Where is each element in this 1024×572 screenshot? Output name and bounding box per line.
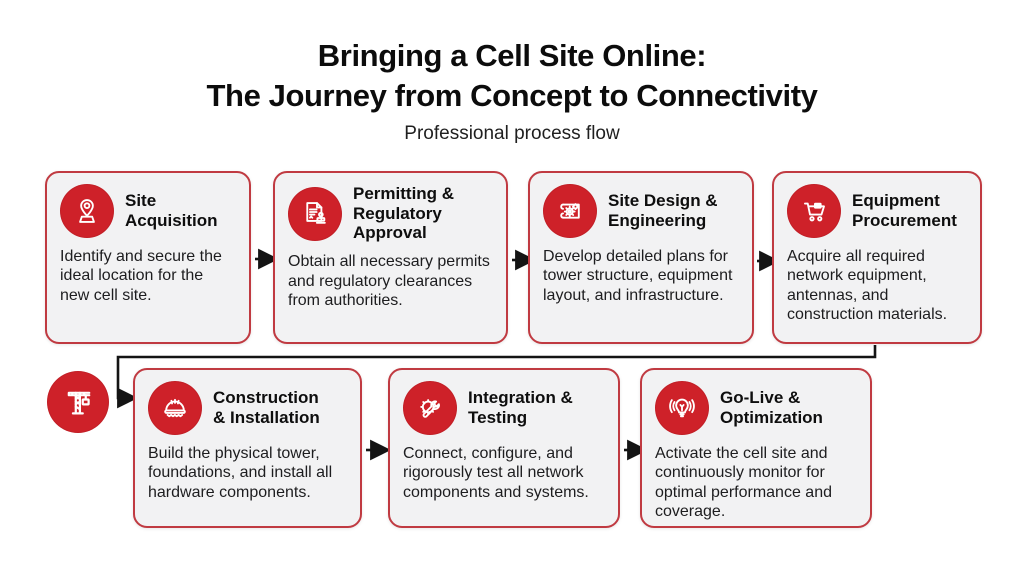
step-card-site-acquisition: Site Acquisition Identify and secure the… (45, 171, 251, 344)
step-description: Identify and secure the ideal location f… (60, 248, 222, 304)
step-title: Permitting & Regulatory Approval (353, 184, 455, 243)
icon-badge (288, 186, 342, 241)
tower-crane-icon (67, 391, 91, 415)
shopping-cart-icon (804, 202, 825, 222)
icon-badge (787, 184, 841, 238)
step-description: Connect, configure, and rigorously test … (403, 445, 589, 501)
icon-badge (148, 381, 202, 435)
step-card-site-design-engineering: Site Design & Engineering Develop detail… (528, 171, 754, 344)
lightbulb-signal-icon (669, 398, 695, 418)
step-title: Site Acquisition (125, 191, 218, 230)
step-title: Integration & Testing (468, 388, 573, 427)
step-description: Develop detailed plans for tower structu… (543, 248, 733, 304)
step-description: Acquire all required network equipment, … (787, 248, 948, 324)
step-title: Construction & Installation (213, 388, 320, 427)
page-subtitle: Professional process flow (404, 123, 620, 144)
page-title-line2: The Journey from Concept to Connectivity (206, 78, 818, 113)
tower-crane-badge (47, 371, 109, 433)
step-title: Equipment Procurement (852, 191, 957, 230)
step-title: Go-Live & Optimization (720, 388, 823, 427)
card-head: Site Acquisition (60, 184, 236, 238)
card-head: Go-Live & Optimization (655, 381, 857, 435)
icon-badge (403, 381, 457, 435)
card-head: Permitting & Regulatory Approval (288, 184, 493, 243)
step-card-construction-installation: Construction & Installation Build the ph… (133, 368, 362, 528)
map-pin-icon (79, 199, 95, 223)
step-card-go-live-optimization: Go-Live & Optimization Activate the cell… (640, 368, 872, 528)
page-title: Bringing a Cell Site Online: The Journey… (0, 36, 1024, 116)
step-description: Activate the cell site and continuously … (655, 445, 832, 521)
icon-badge (60, 184, 114, 238)
step-card-permitting-regulatory-approval: Permitting & Regulatory Approval Obtain … (273, 171, 508, 344)
blueprint-gears-icon (560, 203, 580, 219)
step-card-equipment-procurement: Equipment Procurement Acquire all requir… (772, 171, 982, 344)
header: Bringing a Cell Site Online: The Journey… (0, 36, 1024, 145)
step-title: Site Design & Engineering (608, 191, 718, 230)
document-stamp-icon (306, 201, 326, 224)
card-head: Construction & Installation (148, 381, 347, 435)
step-description: Build the physical tower, foundations, a… (148, 445, 333, 501)
icon-badge (543, 184, 597, 238)
icon-badge (655, 381, 709, 435)
card-head: Site Design & Engineering (543, 184, 739, 238)
step-card-integration-testing: Integration & Testing Connect, configure… (388, 368, 620, 528)
hard-hat-icon (164, 398, 186, 418)
page-title-line1: Bringing a Cell Site Online: (317, 38, 707, 73)
step-description: Obtain all necessary permits and regulat… (288, 253, 490, 309)
card-head: Integration & Testing (403, 381, 605, 435)
gear-wrench-icon (420, 399, 440, 418)
card-head: Equipment Procurement (787, 184, 967, 238)
